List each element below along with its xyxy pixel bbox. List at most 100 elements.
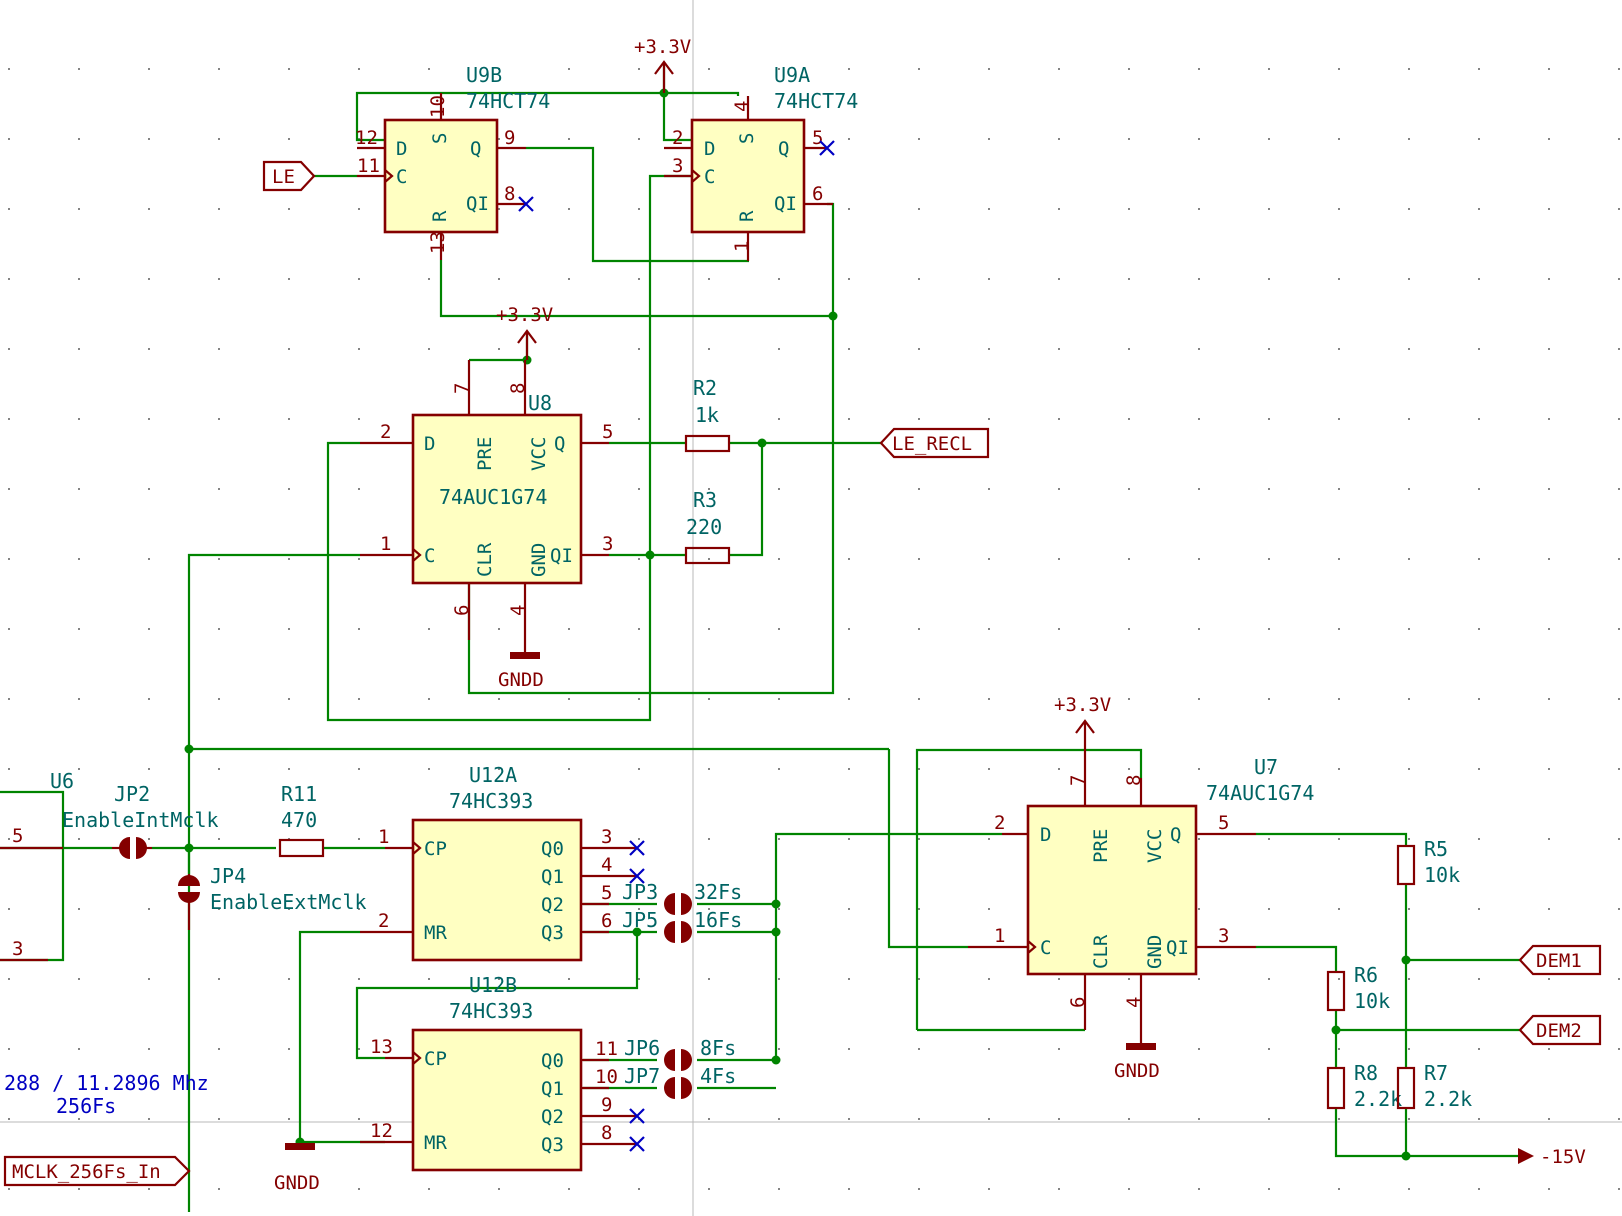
jumper-jp2[interactable]: JP2 EnableIntMclk bbox=[62, 782, 219, 859]
resistor-r5[interactable]: R5 10k bbox=[1396, 837, 1460, 887]
grid-dot bbox=[288, 628, 290, 630]
grid-dot bbox=[1128, 1188, 1130, 1190]
power-neg15[interactable]: -15V bbox=[1518, 1146, 1586, 1168]
net-label-dem1[interactable]: DEM1 bbox=[1518, 944, 1602, 976]
net-label-le-recl[interactable]: LE_RECL bbox=[879, 427, 990, 459]
grid-dot bbox=[1548, 838, 1550, 840]
grid-dot bbox=[848, 558, 850, 560]
grid-dot bbox=[1058, 278, 1060, 280]
u7-pin-c: C bbox=[1040, 937, 1051, 959]
grid-dot bbox=[1198, 698, 1200, 700]
grid-dot bbox=[428, 628, 430, 630]
grid-dot bbox=[8, 68, 10, 70]
u8-flipflop[interactable]: U8 74AUC1G74 D C Q QI PRE VCC CLR GND 2 … bbox=[360, 360, 613, 655]
grid-dot bbox=[218, 908, 220, 910]
grid-dot bbox=[1548, 978, 1550, 980]
u8-pin-q: Q bbox=[554, 433, 565, 455]
net-label-mclk[interactable]: MCLK_256Fs_In bbox=[3, 1155, 191, 1187]
grid-dot bbox=[918, 1188, 920, 1190]
grid-dot bbox=[988, 838, 990, 840]
r5-value: 10k bbox=[1424, 863, 1460, 887]
resistor-r3[interactable]: R3 220 bbox=[684, 488, 731, 565]
u6-partial[interactable]: U6 5 3 bbox=[0, 769, 74, 962]
u9a-flipflop[interactable]: U9A 74HCT74 D C Q QI S R 2 3 5 6 4 1 bbox=[664, 63, 858, 261]
u12b-counter[interactable]: U12B 74HC393 CP MR Q0 Q1 Q2 Q3 13 12 11 … bbox=[360, 973, 637, 1172]
grid-dot bbox=[848, 1048, 850, 1050]
grid-dot bbox=[1618, 978, 1620, 980]
ground-u7[interactable]: GNDD bbox=[1114, 1043, 1160, 1082]
grid-dot bbox=[1618, 418, 1620, 420]
grid-dot bbox=[288, 68, 290, 70]
grid-dot bbox=[1058, 348, 1060, 350]
grid-dot bbox=[708, 628, 710, 630]
u7-flipflop[interactable]: U7 74AUC1G74 D C Q QI PRE VCC CLR GND 2 … bbox=[968, 750, 1314, 1044]
u9a-num-3: 3 bbox=[672, 155, 683, 177]
jumper-jp6[interactable]: JP6 8Fs bbox=[624, 1036, 736, 1071]
jp5-value: 16Fs bbox=[694, 908, 742, 932]
u7-num-1: 1 bbox=[994, 925, 1005, 947]
resistor-r8[interactable]: R8 2.2k bbox=[1326, 1061, 1402, 1111]
grid-dot bbox=[1548, 278, 1550, 280]
grid-dot bbox=[148, 278, 150, 280]
u7-num-8: 8 bbox=[1123, 775, 1145, 786]
grid-dot bbox=[568, 628, 570, 630]
grid-dot bbox=[708, 1048, 710, 1050]
u12a-pin-q2: Q2 bbox=[541, 894, 564, 916]
grid-dot bbox=[988, 278, 990, 280]
grid-dot bbox=[568, 138, 570, 140]
u9b-pin-d: D bbox=[396, 138, 407, 160]
jumper-jp5[interactable]: JP5 16Fs bbox=[622, 908, 742, 943]
grid-dot bbox=[358, 1048, 360, 1050]
grid-dot bbox=[918, 348, 920, 350]
grid-dot bbox=[918, 978, 920, 980]
grid-dot bbox=[568, 1188, 570, 1190]
grid-dot bbox=[708, 68, 710, 70]
grid-dot bbox=[848, 908, 850, 910]
net-label-dem2[interactable]: DEM2 bbox=[1518, 1014, 1602, 1046]
jp2-value: EnableIntMclk bbox=[62, 808, 219, 832]
net-label-le[interactable]: LE bbox=[262, 160, 316, 192]
u8-num-3: 3 bbox=[602, 533, 613, 555]
grid-dot bbox=[918, 908, 920, 910]
jp5-ref: JP5 bbox=[622, 908, 658, 932]
grid-dot bbox=[148, 698, 150, 700]
grid-dot bbox=[1058, 768, 1060, 770]
power-vcc-mid[interactable]: +3.3V bbox=[496, 304, 553, 360]
grid-dot bbox=[358, 488, 360, 490]
u9a-pin-s: S bbox=[736, 133, 758, 144]
jumper-jp4[interactable]: JP4 EnableExtMclk bbox=[178, 864, 367, 930]
jumper-jp3[interactable]: JP3 32Fs bbox=[622, 880, 742, 915]
grid-dot bbox=[778, 1048, 780, 1050]
grid-dot bbox=[358, 348, 360, 350]
u12a-counter[interactable]: U12A 74HC393 CP MR Q0 Q1 Q2 Q3 1 2 3 4 5… bbox=[360, 763, 637, 962]
jumper-jp7[interactable]: JP7 4Fs bbox=[624, 1064, 736, 1099]
resistor-r2[interactable]: R2 1k bbox=[684, 376, 731, 453]
grid-dot bbox=[568, 68, 570, 70]
grid-dot bbox=[988, 1048, 990, 1050]
grid-dot bbox=[1548, 558, 1550, 560]
grid-dot bbox=[78, 1188, 80, 1190]
resistor-r11[interactable]: R11 470 bbox=[278, 782, 325, 858]
u9a-num-2: 2 bbox=[672, 127, 683, 149]
power-vcc-u7[interactable]: +3.3V bbox=[1054, 694, 1111, 750]
u9b-value: 74HCT74 bbox=[466, 89, 550, 113]
u9b-flipflop[interactable]: U9B 74HCT74 D C Q QI S R 12 11 9 8 10 13 bbox=[355, 63, 550, 260]
grid-dot bbox=[778, 768, 780, 770]
grid-dot bbox=[1338, 1188, 1340, 1190]
ground-u12[interactable]: GNDD bbox=[274, 1143, 320, 1194]
ground-u8[interactable]: GNDD bbox=[498, 652, 544, 691]
grid-dot bbox=[1618, 558, 1620, 560]
grid-dot bbox=[8, 628, 10, 630]
grid-dot bbox=[848, 698, 850, 700]
grid-dot bbox=[78, 838, 80, 840]
grid-dot bbox=[1198, 138, 1200, 140]
grid-dot bbox=[1548, 698, 1550, 700]
u9b-pin-qi: QI bbox=[466, 193, 489, 215]
grid-dot bbox=[918, 1048, 920, 1050]
power-vcc-top[interactable]: +3.3V bbox=[634, 36, 691, 93]
grid-dot bbox=[498, 1188, 500, 1190]
resistor-r6[interactable]: R6 10k bbox=[1326, 963, 1390, 1013]
resistor-r7[interactable]: R7 2.2k bbox=[1396, 1061, 1472, 1111]
grid-dot bbox=[288, 1118, 290, 1120]
